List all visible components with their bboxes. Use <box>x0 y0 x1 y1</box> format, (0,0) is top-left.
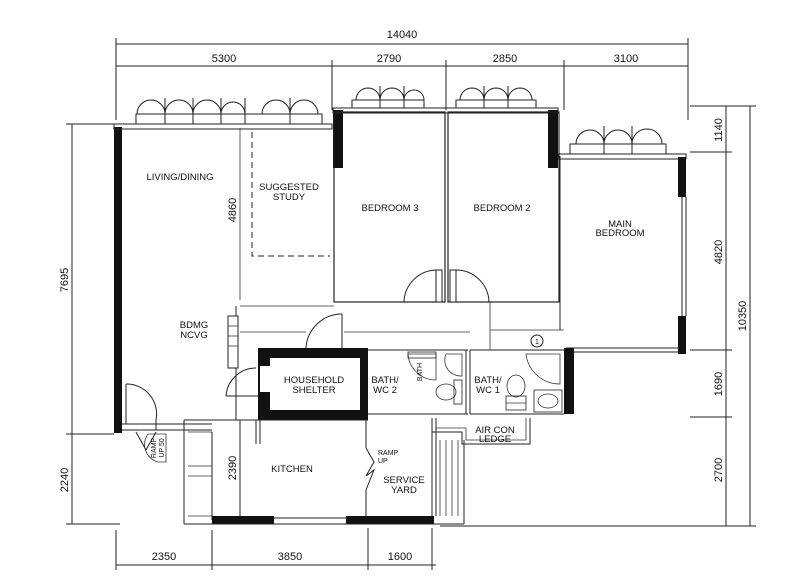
dim-bottom-seg-3: 1600 <box>388 551 412 563</box>
label-ramp-up-2: UP <box>378 458 388 465</box>
label-service-yard-2: YARD <box>391 485 417 496</box>
label-household-shelter-2: SHELTER <box>292 385 335 396</box>
label-ramp-up50-1: RAMP <box>151 438 158 459</box>
dim-left-seg-1: 7695 <box>59 268 71 292</box>
dim-top-seg-2: 2790 <box>377 53 401 65</box>
label-living-dining: LIVING/DINING <box>146 172 213 183</box>
dim-left-seg-2: 2240 <box>59 468 71 492</box>
label-bath-wc2-2: WC 2 <box>373 385 397 396</box>
dim-right-seg-4: 2700 <box>713 458 725 482</box>
entrance-door <box>122 383 212 463</box>
dim-top-total: 14040 <box>387 29 418 41</box>
windows-living <box>135 98 323 125</box>
dim-right-seg-3: 1690 <box>713 372 725 396</box>
dim-bottom-seg-1: 2350 <box>152 551 176 563</box>
exterior-walls <box>113 107 687 433</box>
windows-bedroom-2 <box>455 86 537 109</box>
label-ramp-up-1: RAMP <box>378 450 399 457</box>
dim-top-seg-4: 3100 <box>614 53 638 65</box>
marker-circle <box>530 334 544 348</box>
label-bath-wc2-1: BATH/ <box>371 375 399 386</box>
label-ramp-up50-2: UP 50 <box>159 438 166 457</box>
dim-inner-kitchen: 2390 <box>227 456 239 480</box>
bottom-dimension-lines <box>115 528 436 570</box>
label-suggested-study-2: STUDY <box>273 192 306 203</box>
label-main-bedroom-1: MAIN <box>608 219 632 230</box>
dim-right-seg-2: 4820 <box>713 240 725 264</box>
label-household-shelter-1: HOUSEHOLD <box>284 375 344 386</box>
label-suggested-study-1: SUGGESTED <box>259 182 319 193</box>
label-dining-garbled-2: NCVG <box>180 330 207 341</box>
label-main-bedroom-2: BEDROOM <box>595 228 644 239</box>
label-air-con-ledge-1: AIR CON <box>475 425 515 436</box>
marker-number: 1 <box>535 339 539 346</box>
bath-wc2: BATH <box>368 349 468 415</box>
top-dimension-lines <box>115 38 689 120</box>
windows-bedroom-3 <box>351 86 425 109</box>
right-dimension-lines <box>440 105 756 527</box>
dim-right-seg-1: 1140 <box>713 118 725 142</box>
dim-bottom-seg-2: 3850 <box>278 551 302 563</box>
label-bedroom-2: BEDROOM 2 <box>473 203 530 214</box>
label-kitchen: KITCHEN <box>271 464 313 475</box>
label-bedroom-3: BEDROOM 3 <box>361 203 418 214</box>
dim-inner-living: 4860 <box>227 198 239 222</box>
left-dimension-lines <box>66 123 120 525</box>
bath-wc1 <box>469 334 564 415</box>
label-bath-wc1-2: WC 1 <box>476 385 500 396</box>
interior-walls <box>225 111 564 420</box>
label-air-con-ledge-2: LEDGE <box>479 434 511 445</box>
label-service-yard-1: SERVICE <box>383 475 425 486</box>
label-dining-garbled-1: BDMG <box>180 320 209 331</box>
dim-top-seg-3: 2850 <box>493 53 517 65</box>
windows-main-bedroom <box>569 126 667 155</box>
bath-wc2-label-tiny: BATH <box>417 363 424 381</box>
dim-top-seg-1: 5300 <box>212 53 236 65</box>
household-shelter-walls <box>258 348 368 420</box>
lower-walls <box>183 418 465 525</box>
label-bath-wc1-1: BATH/ <box>474 375 502 386</box>
dim-right-total: 10350 <box>737 301 749 332</box>
